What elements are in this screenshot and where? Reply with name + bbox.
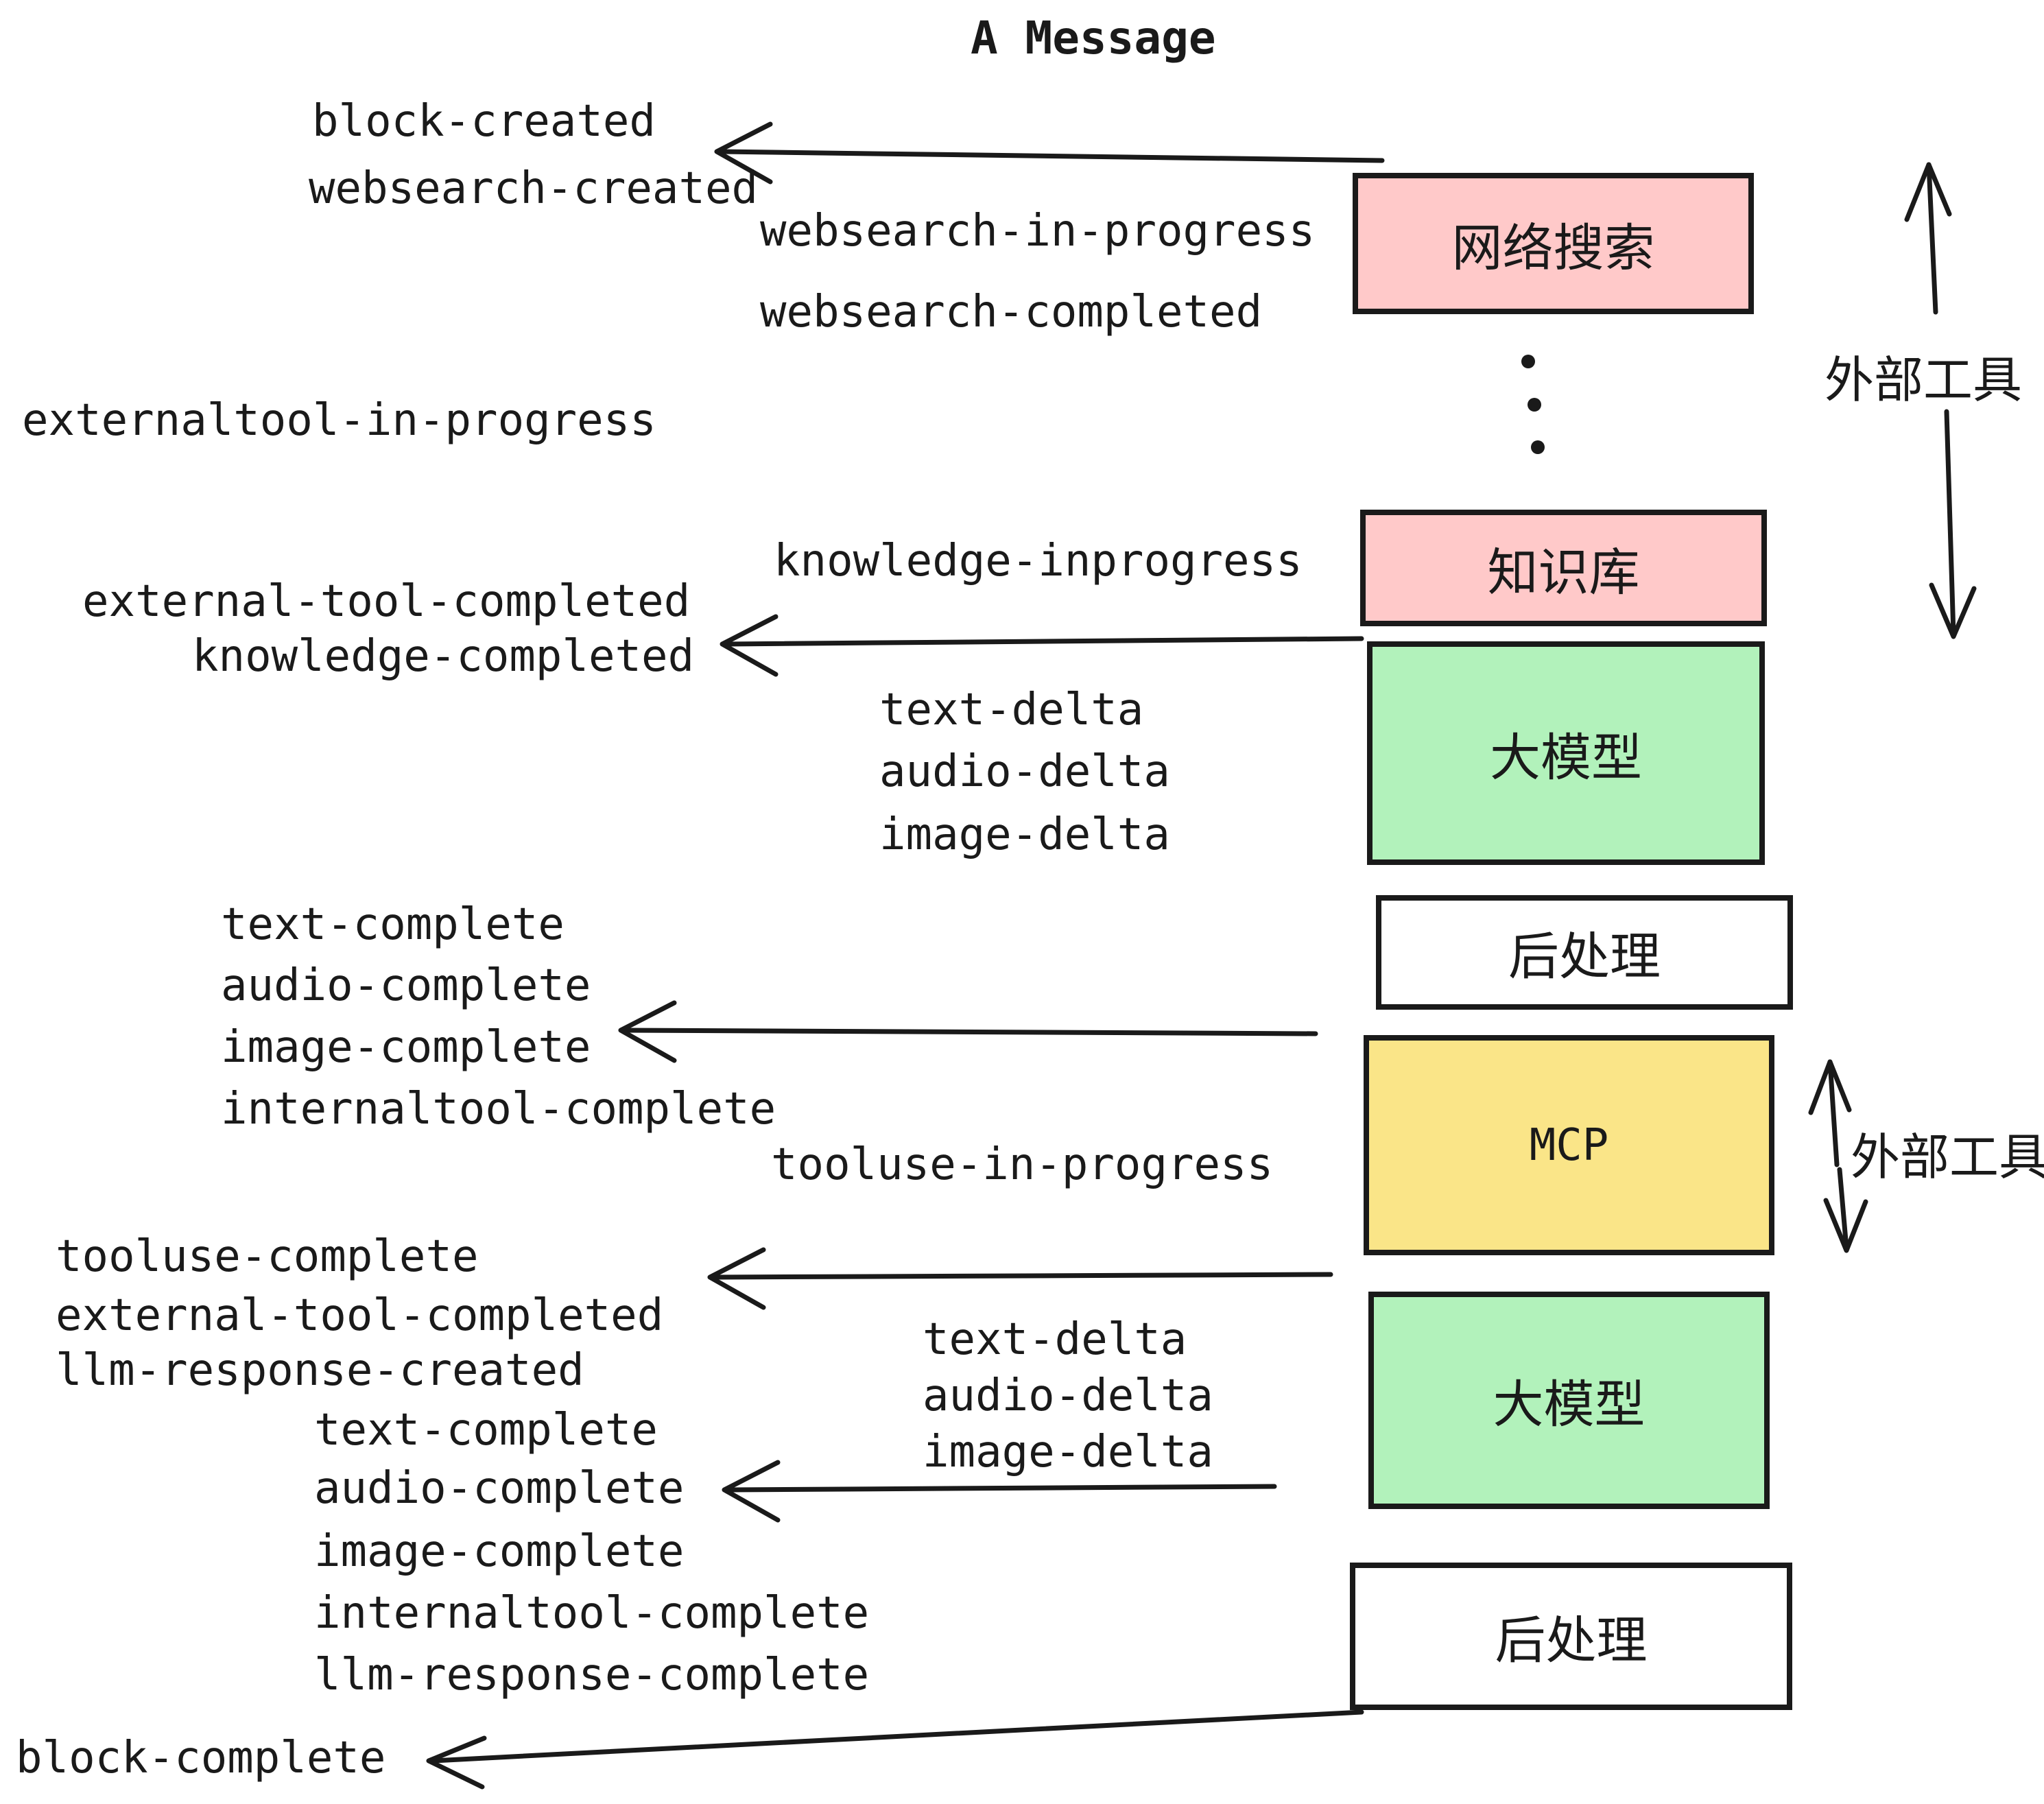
box-llm-2-label: 大模型 (1493, 1375, 1645, 1434)
box-postprocess-2-label: 后处理 (1495, 1611, 1648, 1670)
box-postprocess-1: 后处理 (1376, 895, 1793, 1010)
arrow-to-block-complete (426, 1709, 1364, 1790)
box-websearch: 网络搜索 (1353, 173, 1754, 314)
box-postprocess-2: 后处理 (1350, 1563, 1792, 1710)
box-llm-1-label: 大模型 (1490, 728, 1642, 787)
event-label-image-complete-2: image-complete (314, 1526, 685, 1577)
arrow-to-block-created (714, 121, 1385, 185)
ellipsis-dots (1521, 355, 1545, 454)
event-label-text-delta-2: text-delta (923, 1314, 1187, 1365)
event-label-knowledge-completed: knowledge-completed (192, 631, 695, 682)
event-label-llm-response-created: llm-response-created (56, 1345, 584, 1396)
event-label-image-delta-1: image-delta (879, 809, 1170, 860)
event-label-tooluse-complete: tooluse-complete (56, 1231, 479, 1282)
box-postprocess-1-label: 后处理 (1508, 927, 1661, 986)
event-label-websearch-completed: websearch-completed (760, 287, 1263, 337)
side-label-external-tools-2: 外部工具 (1851, 1128, 2044, 1186)
arrow-to-tooluse-complete (707, 1247, 1333, 1310)
event-label-text-complete-1: text-complete (221, 899, 565, 950)
event-label-audio-complete-2: audio-complete (314, 1463, 685, 1514)
external-tools-span-2-up-arrow (1808, 1059, 1852, 1167)
box-llm-1: 大模型 (1367, 641, 1765, 865)
event-label-audio-delta-1: audio-delta (879, 746, 1170, 797)
event-label-externaltool-in-progress: externaltool-in-progress (22, 395, 656, 446)
box-llm-2: 大模型 (1368, 1292, 1770, 1509)
event-label-external-tool-completed-2: external-tool-completed (56, 1290, 664, 1341)
event-label-websearch-created: websearch-created (309, 163, 759, 214)
box-knowledge: 知识库 (1360, 510, 1767, 626)
external-tools-span-1-up-arrow (1904, 162, 1952, 315)
event-label-tooluse-in-progress: tooluse-in-progress (771, 1139, 1274, 1190)
event-label-image-delta-2: image-delta (923, 1427, 1213, 1477)
event-label-internaltool-complete-1: internaltool-complete (221, 1084, 776, 1135)
event-label-block-complete: block-complete (16, 1733, 386, 1783)
event-label-knowledge-inprogress: knowledge-inprogress (774, 536, 1303, 586)
arrow-to-knowledge-completed (720, 614, 1364, 677)
event-label-audio-complete-1: audio-complete (221, 960, 591, 1011)
diagram-title: A Message (971, 12, 1216, 64)
arrow-to-image-complete-1 (618, 1000, 1318, 1063)
event-label-text-delta-1: text-delta (879, 685, 1144, 735)
event-label-internaltool-complete-2: internaltool-complete (314, 1588, 870, 1639)
event-label-websearch-in-progress: websearch-in-progress (760, 206, 1316, 257)
box-mcp: MCP (1364, 1035, 1774, 1255)
event-label-llm-response-complete: llm-response-complete (314, 1650, 870, 1700)
side-label-external-tools-1: 外部工具 (1825, 351, 2023, 409)
event-label-external-tool-completed-1: external-tool-completed (82, 576, 691, 627)
event-label-image-complete-1: image-complete (221, 1022, 591, 1073)
event-label-audio-delta-2: audio-delta (923, 1370, 1213, 1421)
box-knowledge-label: 知识库 (1487, 543, 1640, 602)
event-label-text-complete-2: text-complete (314, 1405, 658, 1456)
box-mcp-label: MCP (1529, 1119, 1609, 1171)
external-tools-span-1-down-arrow (1929, 409, 1977, 639)
event-label-block-created: block-created (312, 96, 656, 147)
box-websearch-label: 网络搜索 (1451, 218, 1655, 278)
